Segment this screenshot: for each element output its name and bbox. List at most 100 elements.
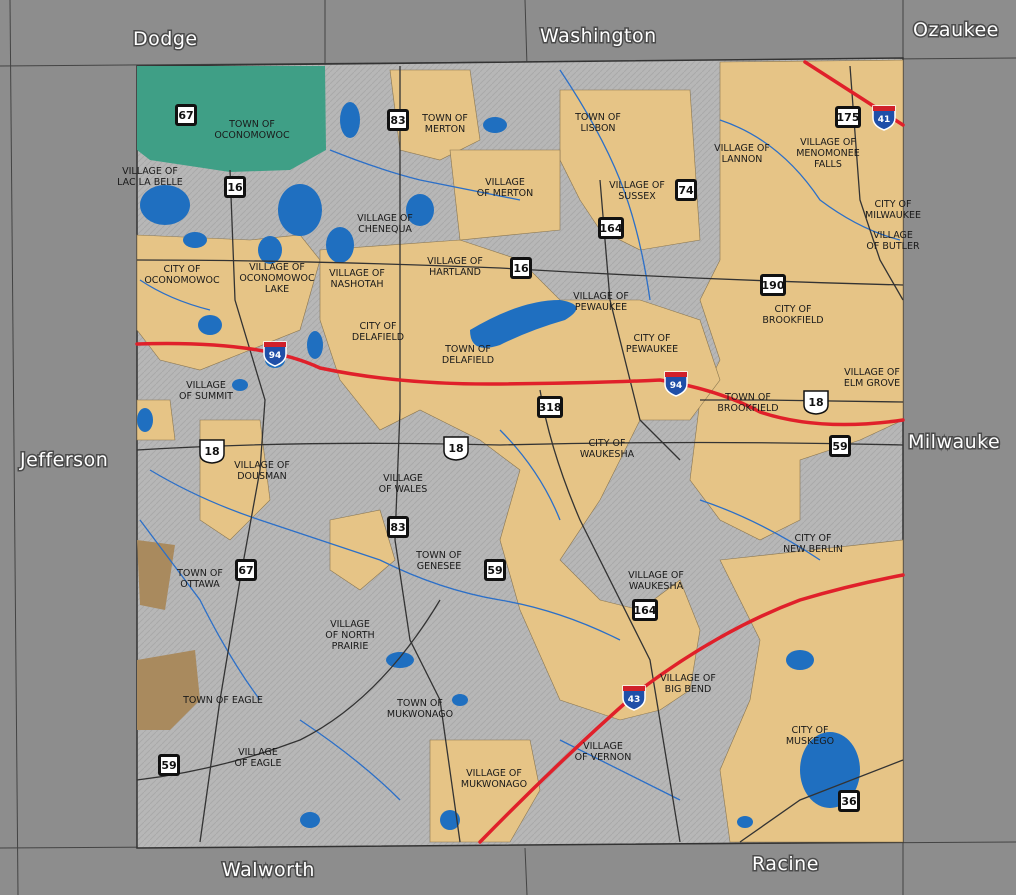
svg-text:94: 94 bbox=[269, 351, 282, 361]
state-route-shield-74: 74 bbox=[675, 179, 697, 201]
svg-text:59: 59 bbox=[487, 564, 502, 577]
interstate-shield-94: 94 bbox=[263, 341, 287, 367]
lakes bbox=[137, 102, 860, 830]
county-label-ozaukee: Ozaukee bbox=[913, 19, 999, 41]
svg-text:18: 18 bbox=[204, 445, 219, 458]
svg-text:16: 16 bbox=[513, 262, 529, 275]
county-label-dodge: Dodge bbox=[133, 28, 198, 50]
us-route-shield-18: 18 bbox=[199, 439, 225, 464]
us-route-shield-18: 18 bbox=[803, 390, 829, 415]
county-label-racine: Racine bbox=[752, 853, 819, 875]
roads bbox=[136, 65, 904, 843]
svg-text:59: 59 bbox=[161, 759, 176, 772]
brown-area-2 bbox=[137, 650, 200, 730]
svg-text:36: 36 bbox=[841, 795, 857, 808]
state-route-shield-59: 59 bbox=[829, 435, 851, 457]
wetland-area bbox=[137, 66, 326, 172]
svg-text:94: 94 bbox=[670, 381, 683, 391]
svg-text:318: 318 bbox=[539, 401, 562, 414]
svg-text:18: 18 bbox=[448, 442, 463, 455]
highway-shields: 41 94 94 43 18 18 18 67 83 175 16 74 164 16 190 318 59 83… bbox=[158, 104, 896, 812]
svg-text:59: 59 bbox=[832, 440, 847, 453]
state-route-shield-59: 59 bbox=[484, 559, 506, 581]
county-label-jefferson: Jefferson bbox=[19, 449, 108, 471]
county-labels: Dodge Washington Ozaukee Jefferson Milwa… bbox=[18, 18, 1002, 883]
svg-text:16: 16 bbox=[227, 181, 243, 194]
interstate-shield-41: 41 bbox=[872, 105, 896, 131]
state-route-shield-16: 16 bbox=[224, 176, 246, 198]
state-route-shield-175: 175 bbox=[835, 106, 861, 128]
us-route-shield-18: 18 bbox=[443, 436, 469, 461]
county-label-washington: Washington bbox=[540, 25, 657, 47]
svg-text:67: 67 bbox=[238, 564, 253, 577]
state-route-shield-16: 16 bbox=[510, 257, 532, 279]
brown-area-1 bbox=[137, 540, 175, 610]
svg-text:83: 83 bbox=[390, 521, 405, 534]
svg-text:18: 18 bbox=[808, 396, 823, 409]
state-route-shield-83: 83 bbox=[387, 516, 409, 538]
county-label-milwaukee: Milwauke bbox=[908, 431, 1000, 453]
interstate-shield-43: 43 bbox=[622, 685, 646, 711]
svg-text:41: 41 bbox=[878, 115, 891, 125]
rivers bbox=[139, 69, 901, 801]
state-route-shield-67: 67 bbox=[235, 559, 257, 581]
svg-text:43: 43 bbox=[628, 695, 641, 705]
svg-text:164: 164 bbox=[600, 222, 623, 235]
state-route-shield-164: 164 bbox=[632, 599, 658, 621]
interstate-shield-94: 94 bbox=[664, 371, 688, 397]
state-route-shield-318: 318 bbox=[537, 396, 563, 418]
svg-text:190: 190 bbox=[762, 279, 785, 292]
state-route-shield-83: 83 bbox=[387, 109, 409, 131]
state-route-shield-36: 36 bbox=[838, 790, 860, 812]
svg-text:175: 175 bbox=[837, 111, 860, 124]
state-route-shield-67: 67 bbox=[175, 104, 197, 126]
svg-text:164: 164 bbox=[634, 604, 657, 617]
state-route-shield-59: 59 bbox=[158, 754, 180, 776]
svg-text:67: 67 bbox=[178, 109, 193, 122]
county-label-walworth: Walworth bbox=[222, 859, 315, 881]
svg-text:83: 83 bbox=[390, 114, 405, 127]
state-route-shield-164: 164 bbox=[598, 217, 624, 239]
svg-text:74: 74 bbox=[678, 184, 694, 197]
muni-label-town-eagle: TOWN OF EAGLE bbox=[182, 695, 263, 706]
